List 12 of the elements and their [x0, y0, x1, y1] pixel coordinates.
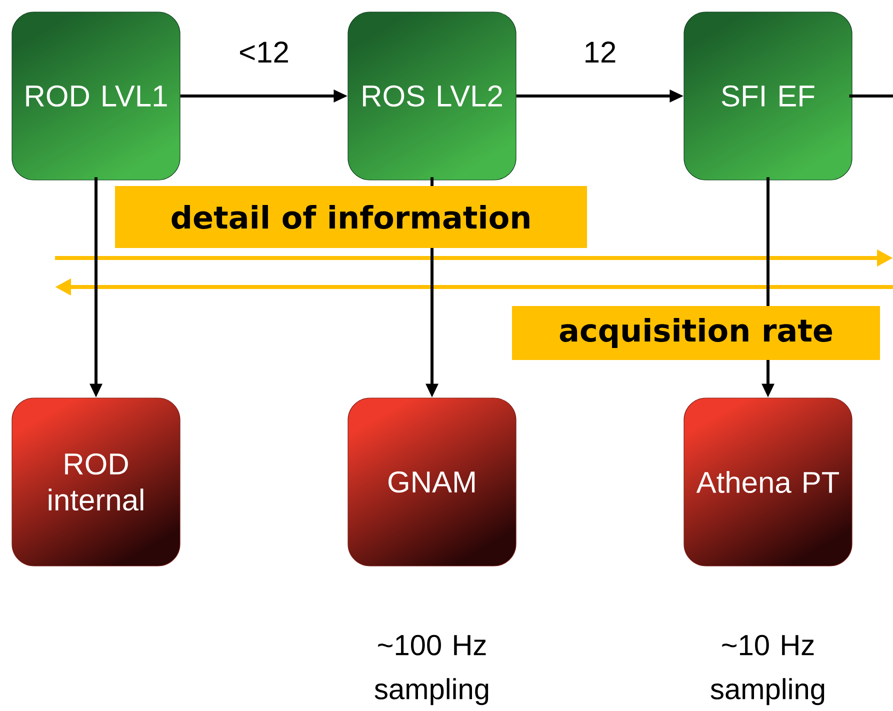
monitor-box: ROD internal [12, 398, 180, 566]
edge-label: 12 [582, 40, 618, 64]
monitor-box: GNAM [348, 398, 516, 566]
process-box: ROS LVL2 [348, 12, 516, 180]
edge-label: <12 [238, 40, 290, 64]
process-box: ROD LVL1 [12, 12, 180, 180]
process-box: SFI EF [684, 12, 852, 180]
rate-note: ~100 Hz sampling [374, 634, 488, 706]
arrow-label: detail of information [115, 186, 587, 248]
monitor-box: Athena PT [684, 398, 852, 566]
rate-note: ~10 Hz sampling [710, 634, 824, 706]
arrow-label: acquisition rate [512, 306, 880, 360]
